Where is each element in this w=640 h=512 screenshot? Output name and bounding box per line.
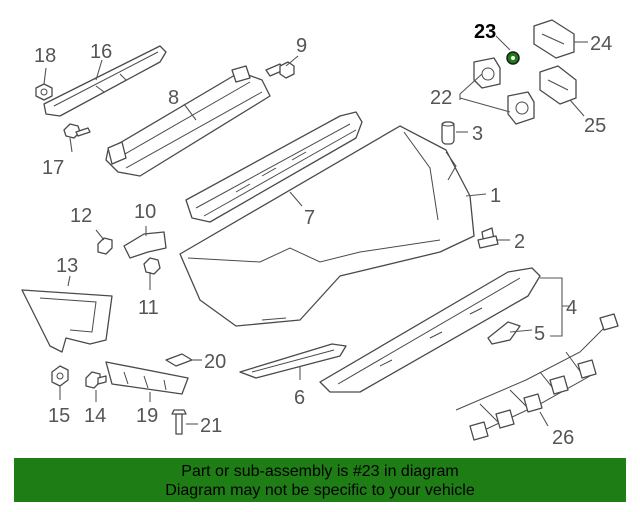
part-17-bolt[interactable] xyxy=(63,123,91,139)
part-21-rivet[interactable] xyxy=(171,409,187,435)
callout-16: 16 xyxy=(90,41,112,63)
callout-23-highlighted: 23 xyxy=(474,21,496,43)
callout-7: 7 xyxy=(304,207,315,229)
part-10-bracket[interactable] xyxy=(123,231,167,259)
part-4-valance[interactable] xyxy=(319,267,541,393)
part-19-plate[interactable] xyxy=(105,361,189,395)
callout-11: 11 xyxy=(138,297,159,319)
part-3-clip[interactable] xyxy=(441,121,455,145)
callout-2: 2 xyxy=(514,231,525,253)
part-7-absorber[interactable] xyxy=(185,111,363,223)
part-16-strip[interactable] xyxy=(43,45,167,117)
callout-26: 26 xyxy=(552,427,574,449)
callout-17: 17 xyxy=(42,157,64,179)
callout-6: 6 xyxy=(294,387,305,409)
part-5-bracket[interactable] xyxy=(487,321,521,345)
part-9-bolt[interactable] xyxy=(265,61,295,79)
part-24-bracket[interactable] xyxy=(533,19,575,59)
callout-21: 21 xyxy=(200,415,222,437)
callout-3: 3 xyxy=(472,123,483,145)
callout-14: 14 xyxy=(84,405,106,427)
part-18-nut[interactable] xyxy=(35,83,53,101)
callout-5: 5 xyxy=(534,323,545,345)
part-13-bracket[interactable] xyxy=(21,289,113,353)
leader-lines xyxy=(43,35,588,427)
part-14-bolt[interactable] xyxy=(85,371,107,389)
callout-13: 13 xyxy=(56,255,78,277)
part-info-banner: Part or sub-assembly is #23 in diagram D… xyxy=(14,458,626,502)
part-11-bolt[interactable] xyxy=(143,257,161,275)
callout-18: 18 xyxy=(34,45,56,67)
callout-24: 24 xyxy=(590,33,612,55)
part-26-harness[interactable] xyxy=(455,313,619,441)
banner-line-1: Part or sub-assembly is #23 in diagram xyxy=(181,463,459,480)
callout-8: 8 xyxy=(168,87,179,109)
callout-20: 20 xyxy=(204,351,226,373)
part-23-nut-highlighted[interactable] xyxy=(506,51,520,65)
callout-4: 4 xyxy=(566,297,577,319)
callout-10: 10 xyxy=(134,201,156,223)
callout-1: 1 xyxy=(490,185,501,207)
callout-15: 15 xyxy=(48,405,70,427)
part-1-bumper-cover[interactable] xyxy=(179,125,475,327)
banner-line-2: Diagram may not be specific to your vehi… xyxy=(165,482,475,499)
part-25-bracket[interactable] xyxy=(539,65,577,105)
part-15-nut[interactable] xyxy=(51,365,69,387)
callout-12: 12 xyxy=(70,205,92,227)
parts-diagram: 1 2 3 4 5 6 7 8 9 10 11 12 13 14 15 16 1… xyxy=(21,19,619,449)
part-12-bolt[interactable] xyxy=(97,237,113,255)
callout-22: 22 xyxy=(430,87,452,109)
callout-19: 19 xyxy=(136,405,158,427)
part-8-reinforcement[interactable] xyxy=(105,65,271,177)
callout-9: 9 xyxy=(296,35,307,57)
part-6-trim[interactable] xyxy=(239,343,347,379)
part-22-sensors[interactable] xyxy=(473,57,535,125)
part-2-clip[interactable] xyxy=(477,227,499,249)
callout-25: 25 xyxy=(584,115,606,137)
part-20-pad[interactable] xyxy=(165,353,193,367)
